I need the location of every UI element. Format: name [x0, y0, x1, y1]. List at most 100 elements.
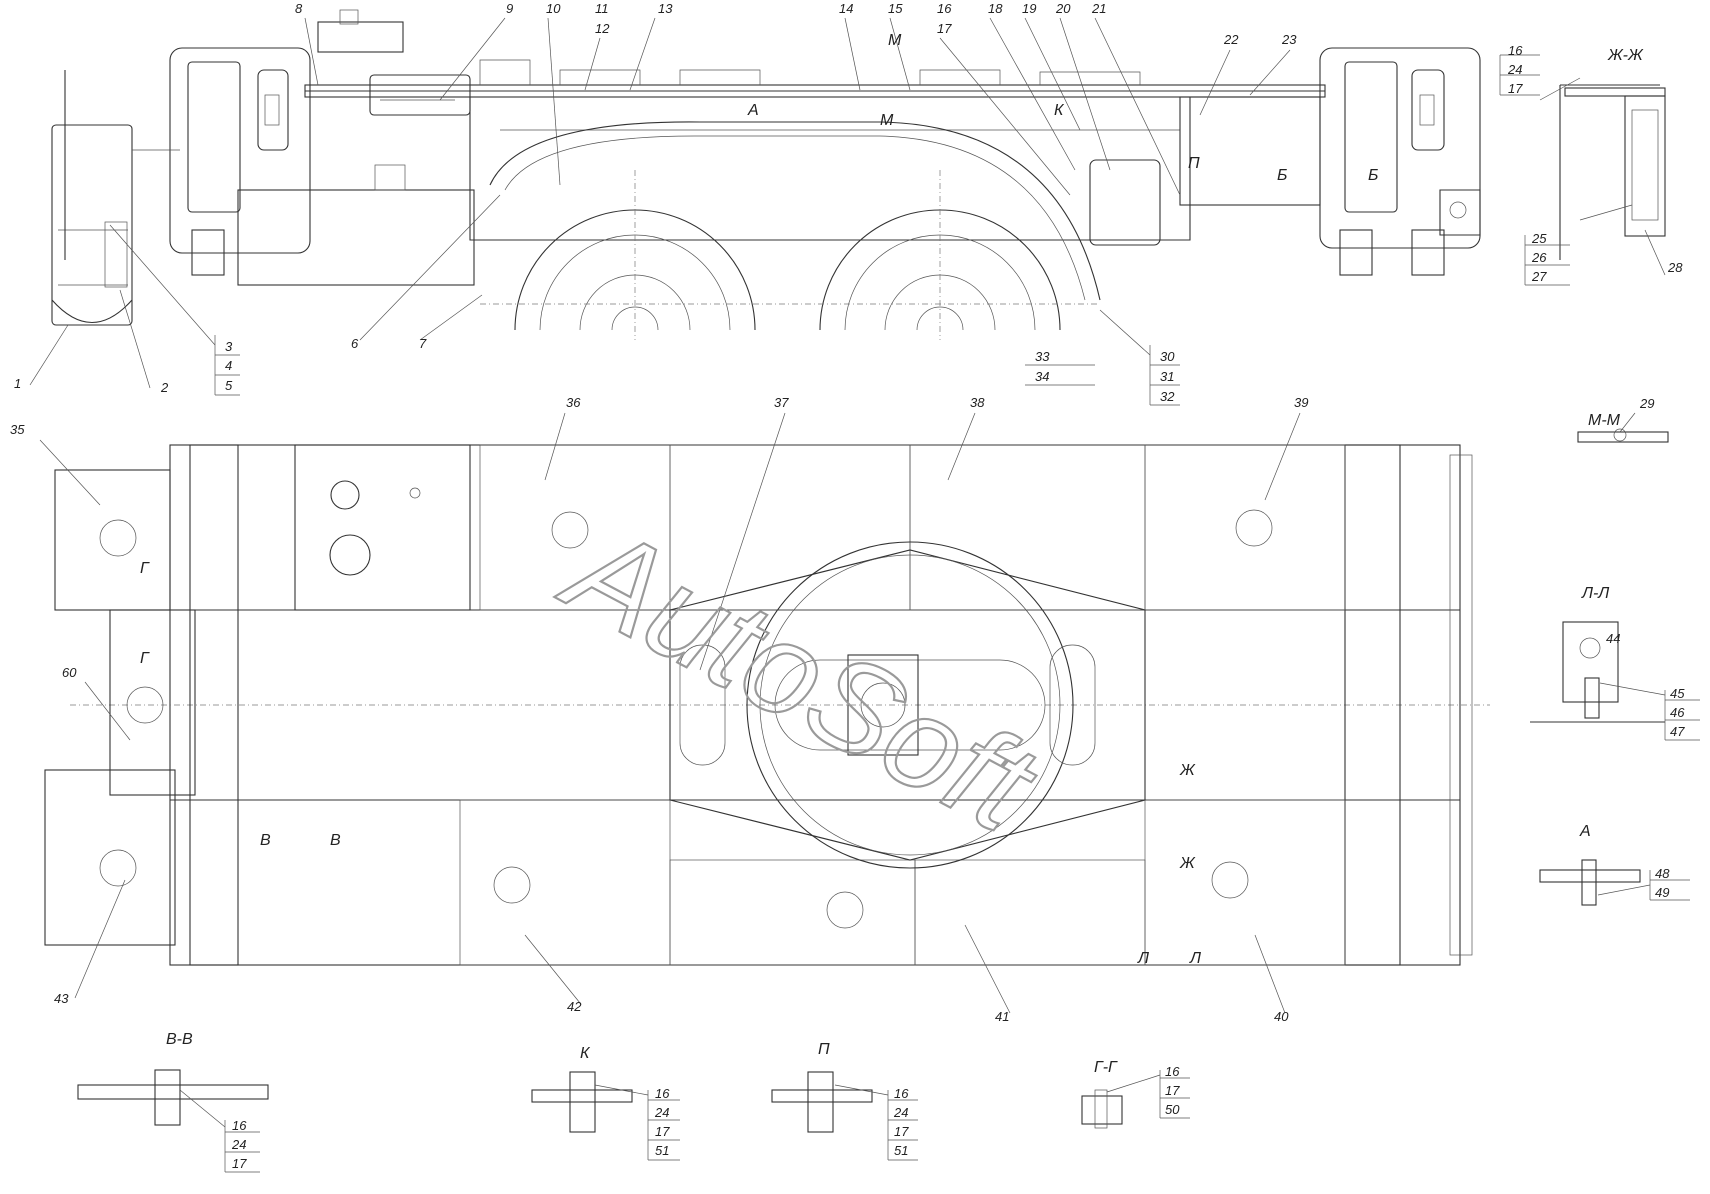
detail-k-label-3: 51	[655, 1143, 669, 1158]
section-mark-s_l2: Л	[1189, 950, 1201, 967]
detail-view-callouts: Ж-Ж16241725262728М-М29Л-Л44454647А4849В-…	[166, 43, 1685, 1171]
detail-title-gg: Г-Г	[1094, 1059, 1118, 1076]
detail-title-mm: М-М	[1588, 412, 1621, 429]
detail-zhzh-label-6: 28	[1667, 260, 1683, 275]
detail-p-label-2: 17	[894, 1124, 909, 1139]
front-wheel	[514, 170, 756, 340]
section-mark-s_m1: М	[888, 32, 902, 49]
section-mark-s_b1: Б	[1277, 167, 1287, 184]
section-mark-s_g1: Г	[140, 560, 150, 577]
detail-zhzh	[1499, 54, 1666, 286]
watermark-text: AutoSoft	[541, 493, 1060, 862]
callout-l13: 13	[658, 1, 673, 16]
callout-l20: 20	[1055, 1, 1071, 16]
detail-k-label-1: 24	[654, 1105, 669, 1120]
detail-zhzh-label-5: 27	[1531, 269, 1547, 284]
callout-l21: 21	[1091, 1, 1106, 16]
detail-mm	[1577, 412, 1669, 443]
callout-l8: 8	[295, 1, 303, 16]
callout-l16: 16	[937, 1, 952, 16]
detail-title-vv: В-В	[166, 1031, 193, 1048]
side-view-chassis	[29, 9, 1481, 406]
watermark: AutoSoft	[540, 491, 1062, 862]
callout-b41: 41	[995, 1009, 1009, 1024]
detail-zhzh-label-2: 17	[1508, 81, 1523, 96]
detail-vv-label-1: 24	[231, 1137, 246, 1152]
detail-p-label-0: 16	[894, 1086, 909, 1101]
callout-l11: 11	[595, 1, 609, 16]
callout-l2: 2	[160, 380, 169, 395]
detail-p	[771, 1071, 918, 1161]
callout-l7: 7	[419, 336, 427, 351]
callout-b42: 42	[567, 999, 582, 1014]
callout-b35: 35	[10, 422, 25, 437]
callout-l10: 10	[546, 1, 561, 16]
detail-gg-label-1: 17	[1165, 1083, 1180, 1098]
callout-l15: 15	[888, 1, 903, 16]
detail-k	[531, 1071, 680, 1161]
section-mark-s_zh1: Ж	[1179, 762, 1196, 779]
detail-p-label-1: 24	[893, 1105, 908, 1120]
callout-b60: 60	[62, 665, 77, 680]
section-mark-s_m2: М	[880, 112, 894, 129]
section-mark-s_k: К	[1054, 102, 1065, 119]
detail-gg-label-0: 16	[1165, 1064, 1180, 1079]
section-mark-s_l1: Л	[1137, 950, 1149, 967]
section-mark-s_v1: В	[260, 832, 271, 849]
plan-view-leaders	[39, 412, 1301, 1014]
callout-l3: 3	[225, 339, 233, 354]
callout-l14: 14	[839, 1, 853, 16]
detail-zhzh-label-1: 24	[1507, 62, 1522, 77]
detail-zhzh-label-0: 16	[1508, 43, 1523, 58]
section-mark-s_v2: В	[330, 832, 341, 849]
slewing-ring	[669, 541, 1146, 869]
callout-l4: 4	[225, 358, 232, 373]
detail-a	[1539, 859, 1690, 906]
callout-l19: 19	[1022, 1, 1036, 16]
section-mark-s_p: П	[1188, 155, 1200, 172]
callout-l23: 23	[1281, 32, 1297, 47]
callout-l34: 34	[1035, 369, 1049, 384]
detail-k-label-2: 17	[655, 1124, 670, 1139]
detail-gg	[1081, 1070, 1190, 1129]
side-view-leaders	[29, 17, 1291, 406]
detail-vv-label-0: 16	[232, 1118, 247, 1133]
detail-mm-label-0: 29	[1639, 396, 1654, 411]
detail-k-label-0: 16	[655, 1086, 670, 1101]
detail-title-zhzh: Ж-Ж	[1607, 47, 1644, 64]
detail-p-label-3: 51	[894, 1143, 908, 1158]
callout-b37: 37	[774, 395, 789, 410]
detail-title-a: А	[1579, 823, 1591, 840]
detail-zhzh-label-4: 26	[1531, 250, 1547, 265]
callout-l33: 33	[1035, 349, 1050, 364]
detail-ll-label-2: 46	[1670, 705, 1685, 720]
callout-l31: 31	[1160, 369, 1174, 384]
detail-ll-label-1: 45	[1670, 686, 1685, 701]
detail-vv-label-2: 17	[232, 1156, 247, 1171]
detail-ll	[1530, 621, 1700, 741]
mesh-patches	[99, 509, 1273, 929]
callout-l32: 32	[1160, 389, 1175, 404]
callout-b43: 43	[54, 991, 69, 1006]
detail-title-p: П	[818, 1041, 830, 1058]
callout-l17: 17	[937, 21, 952, 36]
detail-ll-label-0: 44	[1606, 631, 1620, 646]
section-mark-s_a: А	[747, 102, 759, 119]
callout-b36: 36	[566, 395, 581, 410]
section-mark-s_b2: Б	[1368, 167, 1378, 184]
callout-b38: 38	[970, 395, 985, 410]
section-mark-s_g2: Г	[140, 650, 150, 667]
detail-title-ll: Л-Л	[1581, 585, 1609, 602]
rear-wheel	[819, 170, 1061, 340]
detail-a-label-1: 49	[1655, 885, 1669, 900]
detail-title-k: К	[580, 1045, 591, 1062]
callout-l5: 5	[225, 378, 233, 393]
callout-l6: 6	[351, 336, 359, 351]
detail-gg-label-2: 50	[1165, 1102, 1180, 1117]
detail-ll-label-3: 47	[1670, 724, 1685, 739]
callout-l9: 9	[506, 1, 513, 16]
